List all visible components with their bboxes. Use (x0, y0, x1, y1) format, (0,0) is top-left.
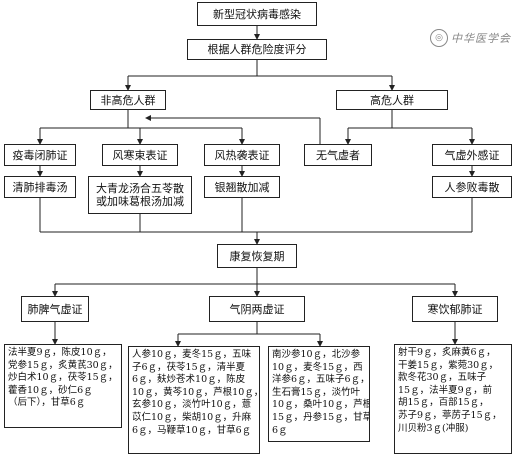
watermark-logo: ◎ 中华医学会 (430, 28, 514, 48)
wind-heat-syndrome-box: 风热袭表证 (204, 144, 280, 166)
lung-spleen-prescription: 法半夏9ｇ，陈皮10ｇ， 党参15ｇ，炙黄芪30ｇ， 炒白术10ｇ，茯苓15ｇ，… (4, 344, 122, 428)
qi-yin-prescription-b: 南沙参10ｇ，北沙参 10ｇ，麦冬15ｇ，西 洋参6ｇ，五味子6ｇ， 生石膏15… (268, 346, 370, 442)
epidemic-toxin-treatment-box: 清肺排毒汤 (4, 176, 76, 198)
qi-deficiency-exogenous-syndrome-box: 气虚外感证 (432, 144, 512, 166)
title-box: 新型冠状病毒感染 (197, 2, 317, 26)
non-high-risk-group-box: 非高危人群 (90, 90, 166, 110)
high-risk-group-box: 高危人群 (336, 90, 448, 110)
cold-fluid-lung-syndrome-box: 寒饮郁肺证 (412, 296, 498, 322)
lung-spleen-qi-deficiency-box: 肺脾气虚证 (21, 296, 89, 322)
wind-heat-treatment-box: 银翘散加减 (204, 176, 280, 198)
cold-fluid-prescription: 射干9ｇ，炙麻黄6ｇ， 干姜15ｇ，紫菀30ｇ， 款冬花30ｇ，五味子 15ｇ，… (394, 344, 512, 454)
wind-cold-syndrome-box: 风寒束表证 (102, 144, 178, 166)
watermark-text: 中华医学会 (451, 32, 511, 45)
wind-cold-treatment-box: 大青龙汤合五苓散 或加味葛根汤加减 (88, 176, 192, 214)
seal-icon: ◎ (430, 29, 448, 47)
recovery-period-box: 康复恢复期 (217, 244, 297, 268)
risk-assessment-box: 根据人群危险度评分 (187, 39, 327, 60)
epidemic-toxin-syndrome-box: 疫毒闭肺证 (4, 144, 76, 166)
qi-deficiency-exogenous-treatment-box: 人参败毒散 (432, 176, 512, 198)
qi-yin-deficiency-box: 气阴两虚证 (209, 296, 305, 322)
no-qi-deficiency-box: 无气虚者 (304, 144, 372, 166)
qi-yin-prescription-a: 人参10ｇ，麦冬15ｇ，五味 子6ｇ，茯苓15ｇ，清半夏 6ｇ，麸炒苍术10ｇ，… (128, 346, 260, 454)
